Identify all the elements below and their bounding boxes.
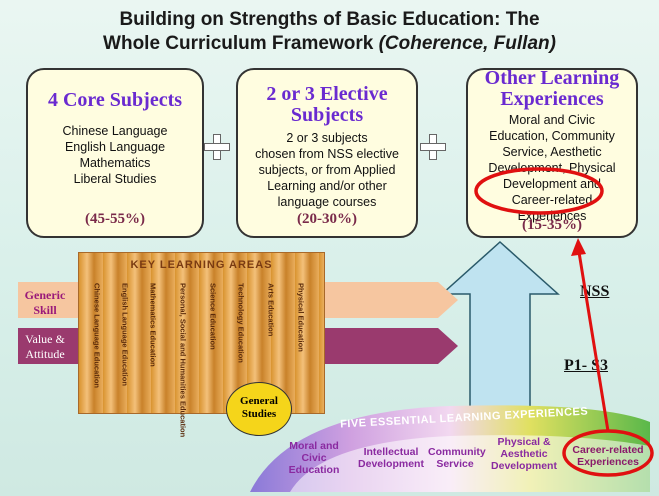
core-item: Chinese Language: [62, 124, 168, 138]
generic-skill-label: Generic Skill: [24, 288, 66, 317]
elective-subjects-heading: 2 or 3 Elective Subjects: [266, 83, 388, 126]
ole-line: Service, Aesthetic: [502, 145, 602, 159]
general-studies-badge: General Studies: [226, 382, 292, 436]
general-studies-label: General Studies: [240, 395, 278, 420]
elective-line: language courses: [277, 195, 377, 209]
core-item: Mathematics: [79, 156, 151, 170]
title-line-2: Whole Curriculum Framework (Coherence, F…: [0, 32, 659, 56]
experience-moral-civic: Moral and Civic Education: [288, 440, 340, 476]
elective-line: 2 or 3 subjects: [286, 131, 368, 145]
other-learning-heading: Other Learning Experiences: [484, 67, 620, 110]
other-learning-box: Other Learning Experiences Moral and Civ…: [466, 68, 638, 238]
elective-line: subjects, or from Applied: [258, 163, 396, 177]
plus-icon: [204, 134, 230, 160]
experience-community: Community Service: [428, 446, 486, 470]
highlight-circle-icon: [474, 167, 604, 215]
other-learning-percentage: (15-35%): [522, 217, 582, 233]
experience-intellectual: Intellectual Development: [358, 446, 424, 470]
elective-subjects-box: 2 or 3 Elective Subjects 2 or 3 subjects…: [236, 68, 418, 238]
title-line-2-text: Whole Curriculum Framework: [103, 33, 374, 54]
rainbow-arc: [250, 405, 650, 492]
core-subjects-heading: 4 Core Subjects: [47, 89, 183, 111]
plus-icon: [420, 134, 446, 160]
core-subjects-percentage: (45-55%): [85, 211, 145, 227]
ole-line: Development and: [503, 177, 601, 191]
core-item: Liberal Studies: [73, 172, 157, 186]
elective-subjects-percentage: (20-30%): [297, 211, 357, 227]
arrow-head-icon: [571, 238, 586, 256]
experience-physical-aesthetic: Physical & Aesthetic Development: [491, 436, 557, 472]
elective-subjects-text: 2 or 3 subjects chosen from NSS elective…: [238, 130, 416, 210]
value-attitude-label: Value & Attitude: [25, 332, 65, 361]
core-item: English Language: [64, 140, 166, 154]
connector-line: [576, 245, 610, 432]
title-credit: (Coherence, Fullan): [378, 33, 556, 54]
ole-line: Career-related: [511, 193, 593, 207]
highlight-circle-icon: [562, 429, 654, 477]
kla-heading: KEY LEARNING AREAS: [130, 259, 273, 271]
ole-line: Education, Community: [489, 129, 615, 143]
elective-line: chosen from NSS elective: [255, 147, 399, 161]
title-line-1: Building on Strengths of Basic Education…: [119, 9, 540, 30]
elective-line: Learning and/or other: [267, 179, 387, 193]
ole-line: Moral and Civic: [508, 113, 596, 127]
core-subjects-list: Chinese Language English Language Mathem…: [28, 123, 202, 187]
slide-title: Building on Strengths of Basic Education…: [0, 8, 659, 56]
key-learning-areas: KEY LEARNING AREAS Chinese Language Educ…: [78, 252, 325, 437]
experience-career: Career-related Experiences: [572, 444, 644, 468]
core-subjects-box: 4 Core Subjects Chinese Language English…: [26, 68, 204, 238]
